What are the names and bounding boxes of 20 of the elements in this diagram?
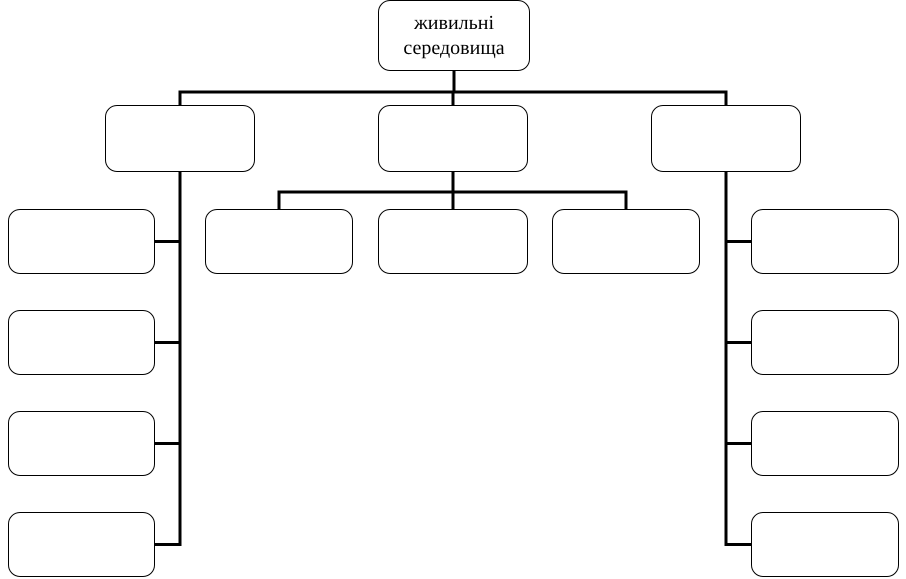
- empty-box: [552, 209, 700, 274]
- connector-line: [724, 172, 751, 546]
- empty-box: [751, 512, 899, 577]
- empty-box: [378, 209, 528, 274]
- empty-box: [8, 411, 155, 476]
- root-box: [378, 0, 530, 71]
- empty-box: [8, 512, 155, 577]
- empty-box: [751, 411, 899, 476]
- node-label: живильні середовища: [402, 10, 506, 60]
- connector-line: [155, 172, 182, 546]
- empty-box: [751, 310, 899, 375]
- empty-box: [751, 209, 899, 274]
- empty-box: [105, 105, 255, 172]
- connector-line: [452, 172, 628, 209]
- empty-box: [8, 310, 155, 375]
- empty-box: [205, 209, 353, 274]
- connector-line: [452, 71, 728, 105]
- empty-box: [651, 105, 801, 172]
- empty-box: [8, 209, 155, 274]
- empty-box: [378, 105, 528, 172]
